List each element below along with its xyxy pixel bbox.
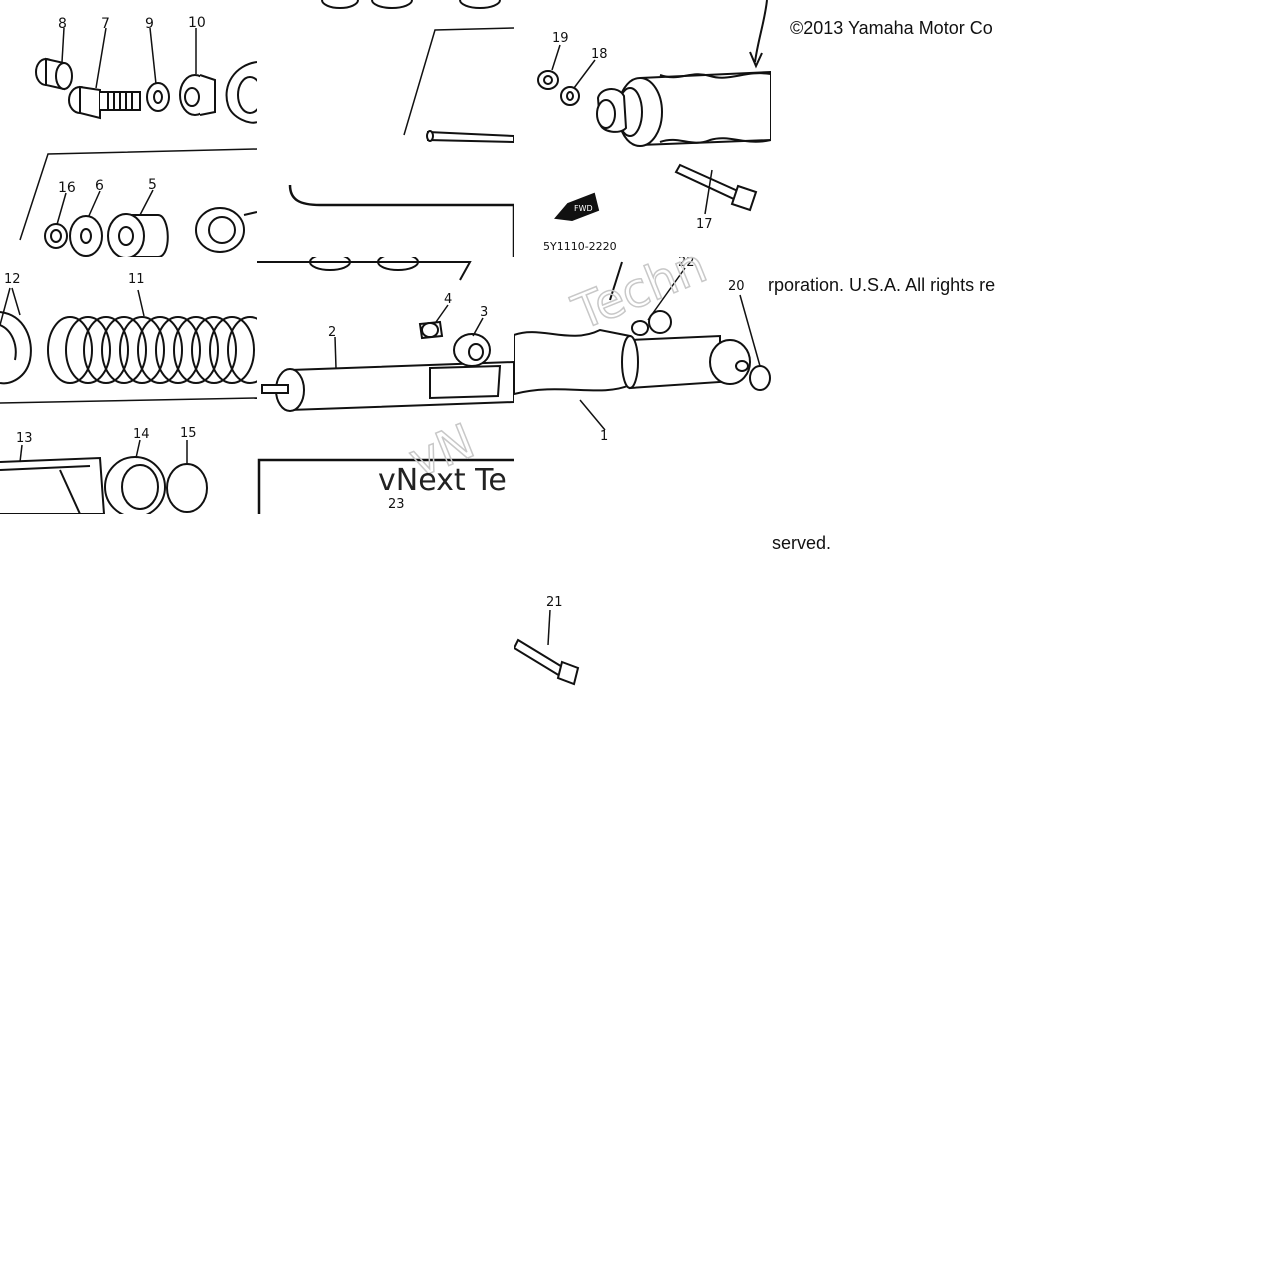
part-21-bolt — [514, 638, 580, 686]
callout-15: 15 — [180, 426, 197, 441]
fwd-arrow: FWD — [554, 192, 600, 222]
tile-bolt: 21 — [514, 595, 580, 686]
callout-17: 17 — [696, 217, 713, 232]
part-11-spring — [47, 316, 257, 384]
part-4-pin — [418, 320, 444, 340]
callout-4: 4 — [444, 292, 452, 307]
copyright-line-1: ©2013 Yamaha Motor Co — [790, 18, 993, 38]
callout-12: 12 — [4, 272, 21, 287]
callout-5: 5 — [148, 177, 157, 193]
callout-8: 8 — [58, 16, 67, 32]
part-1-damper-end — [596, 70, 771, 147]
part-20-collar — [749, 365, 771, 391]
callout-9: 9 — [145, 16, 154, 32]
part-18-washer — [560, 86, 580, 106]
callout-1: 1 — [600, 429, 608, 444]
callout-21: 21 — [546, 595, 563, 610]
callout-23-inset: 23 — [388, 497, 405, 512]
tile-damper-end: FWD 19 18 17 5Y1110-2220 — [537, 0, 771, 253]
callout-20: 20 — [728, 279, 745, 294]
part-17-bolt — [674, 163, 758, 212]
svg-text:FWD: FWD — [574, 204, 593, 213]
part-spring-seat — [195, 207, 257, 253]
watermark-text-a: vNext Te — [378, 463, 507, 498]
copyright-line-2: rporation. U.S.A. All rights re — [768, 275, 996, 295]
tile-damper-assembly: 22 20 1 — [514, 255, 771, 444]
part-7-bushing-bolt — [68, 85, 141, 120]
part-5-bush — [107, 213, 169, 257]
callout-16: 16 — [58, 180, 76, 196]
part-22-nut — [631, 310, 672, 336]
part-13-rod — [0, 456, 106, 514]
callout-10: 10 — [188, 15, 206, 31]
tile-hardware-top-left: 8 7 9 10 16 6 5 — [19, 15, 257, 257]
part-1-damper-assembly — [514, 328, 751, 396]
callout-22: 22 — [678, 255, 695, 270]
tile-upper-frame — [288, 0, 514, 257]
part-19-nut — [537, 70, 559, 90]
callout-2: 2 — [328, 325, 336, 340]
callout-14: 14 — [133, 427, 150, 442]
part-9-washer — [146, 82, 170, 112]
tile-spring: 12 11 13 14 15 — [0, 272, 257, 514]
callout-13: 13 — [16, 431, 33, 446]
group-bracket — [19, 148, 257, 241]
part-6-washer — [69, 215, 103, 257]
part-2-damper-body — [261, 360, 514, 412]
leader-lines — [55, 27, 197, 229]
callout-3: 3 — [480, 305, 488, 320]
part-15-circlip — [166, 463, 208, 513]
part-16-ring — [44, 223, 68, 249]
tile-damper-body: 2 4 3 23 — [257, 257, 514, 514]
copyright-line-3: served. — [772, 533, 832, 553]
part-14-ring — [104, 456, 166, 514]
callout-11: 11 — [128, 272, 145, 287]
callout-18: 18 — [591, 47, 608, 62]
callout-6: 6 — [95, 178, 104, 194]
drawing-code: 5Y1110-2220 — [543, 240, 617, 253]
callout-7: 7 — [101, 16, 110, 32]
part-10-nut — [179, 74, 216, 116]
part-8-collar — [35, 57, 73, 91]
part-cup-inner — [237, 76, 257, 114]
part-12-spring-stopper — [0, 287, 32, 385]
callout-19: 19 — [552, 31, 569, 46]
part-3-bushing — [453, 333, 491, 367]
